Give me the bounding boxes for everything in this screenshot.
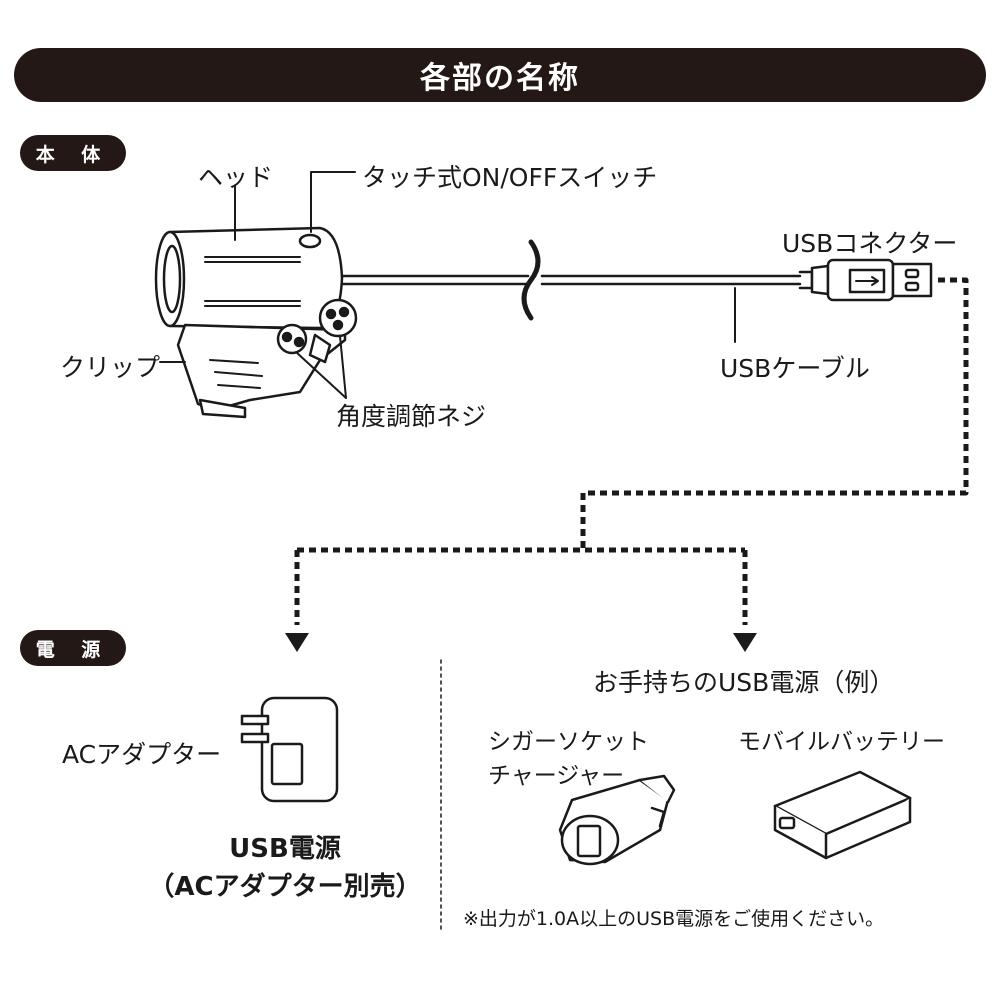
label-mobile-battery: モバイルバッテリー <box>738 729 945 755</box>
arrow-head <box>733 633 757 652</box>
label-usb-power-note: （ACアダプター別売） <box>148 872 422 902</box>
section-label-power: 電 源 <box>20 630 126 666</box>
cigar-charger-illustration <box>558 774 676 866</box>
page-title: 各部の名称 <box>14 48 986 102</box>
label-cigar-charger-1: シガーソケット <box>488 729 649 755</box>
label-head: ヘッド <box>198 163 274 192</box>
label-angle-screw: 角度調節ネジ <box>336 402 487 431</box>
label-usb-power: USB電源 <box>229 834 341 864</box>
label-clip: クリップ <box>60 353 161 382</box>
arrow-head <box>285 633 309 652</box>
label-touch-switch: タッチ式ON/OFFスイッチ <box>362 163 658 192</box>
label-usb-cable: USBケーブル <box>720 354 870 383</box>
label-ac-adapter: ACアダプター <box>62 740 222 769</box>
section-label-body: 本 体 <box>20 135 126 171</box>
lamp-head-illustration <box>154 226 344 330</box>
label-usb-connector: USBコネクター <box>782 229 958 258</box>
ac-adapter-illustration <box>240 696 339 803</box>
label-own-usb-power: お手持ちのUSB電源（例） <box>593 668 895 697</box>
label-cigar-charger-2: チャージャー <box>488 763 625 789</box>
clip-illustration <box>176 298 358 419</box>
mobile-battery-illustration <box>773 770 912 860</box>
dotted-connector <box>294 277 969 625</box>
footnote: ※出力が1.0A以上のUSB電源をご使用ください。 <box>463 908 885 930</box>
